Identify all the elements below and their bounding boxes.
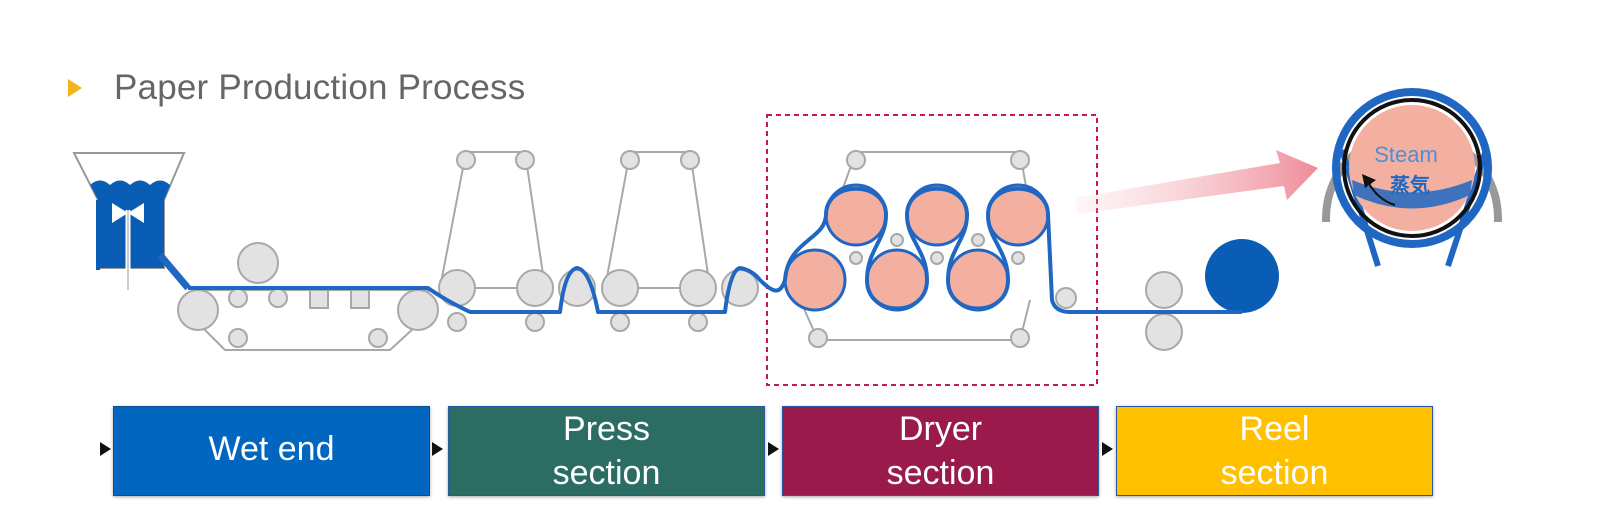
page-title: Paper Production Process xyxy=(114,68,526,107)
wire-section xyxy=(177,242,439,351)
stage-arrow-icon xyxy=(768,442,779,456)
steam-label: Steam xyxy=(1374,142,1438,167)
steam-label-ja: 蒸気 xyxy=(1390,173,1430,197)
stage-arrow-icon xyxy=(1102,442,1113,456)
calender-rolls xyxy=(1055,271,1183,351)
headbox xyxy=(72,152,191,291)
bullet-triangle-icon xyxy=(68,79,82,97)
dryer-cylinder xyxy=(783,248,847,312)
press-felt-2 xyxy=(601,150,717,332)
dryer-highlight-frame xyxy=(766,114,1098,386)
dryer-felts xyxy=(799,150,1031,348)
press-felt-1 xyxy=(438,150,554,332)
zoom-arrow xyxy=(1075,150,1318,214)
stage-wet-end: Wet end xyxy=(113,406,430,496)
stage-arrow-icon xyxy=(100,442,111,456)
dryer-cylinder-detail: Steam 蒸気 xyxy=(1322,88,1502,267)
paper-reel xyxy=(1205,239,1279,313)
title-row: Paper Production Process xyxy=(68,68,525,108)
stage-label: Wet end xyxy=(208,430,335,468)
rotation-arrow-icon xyxy=(1362,174,1376,188)
paper-web xyxy=(188,186,1242,314)
stage-arrow-icon xyxy=(432,442,443,456)
agitator-icon xyxy=(112,203,144,290)
